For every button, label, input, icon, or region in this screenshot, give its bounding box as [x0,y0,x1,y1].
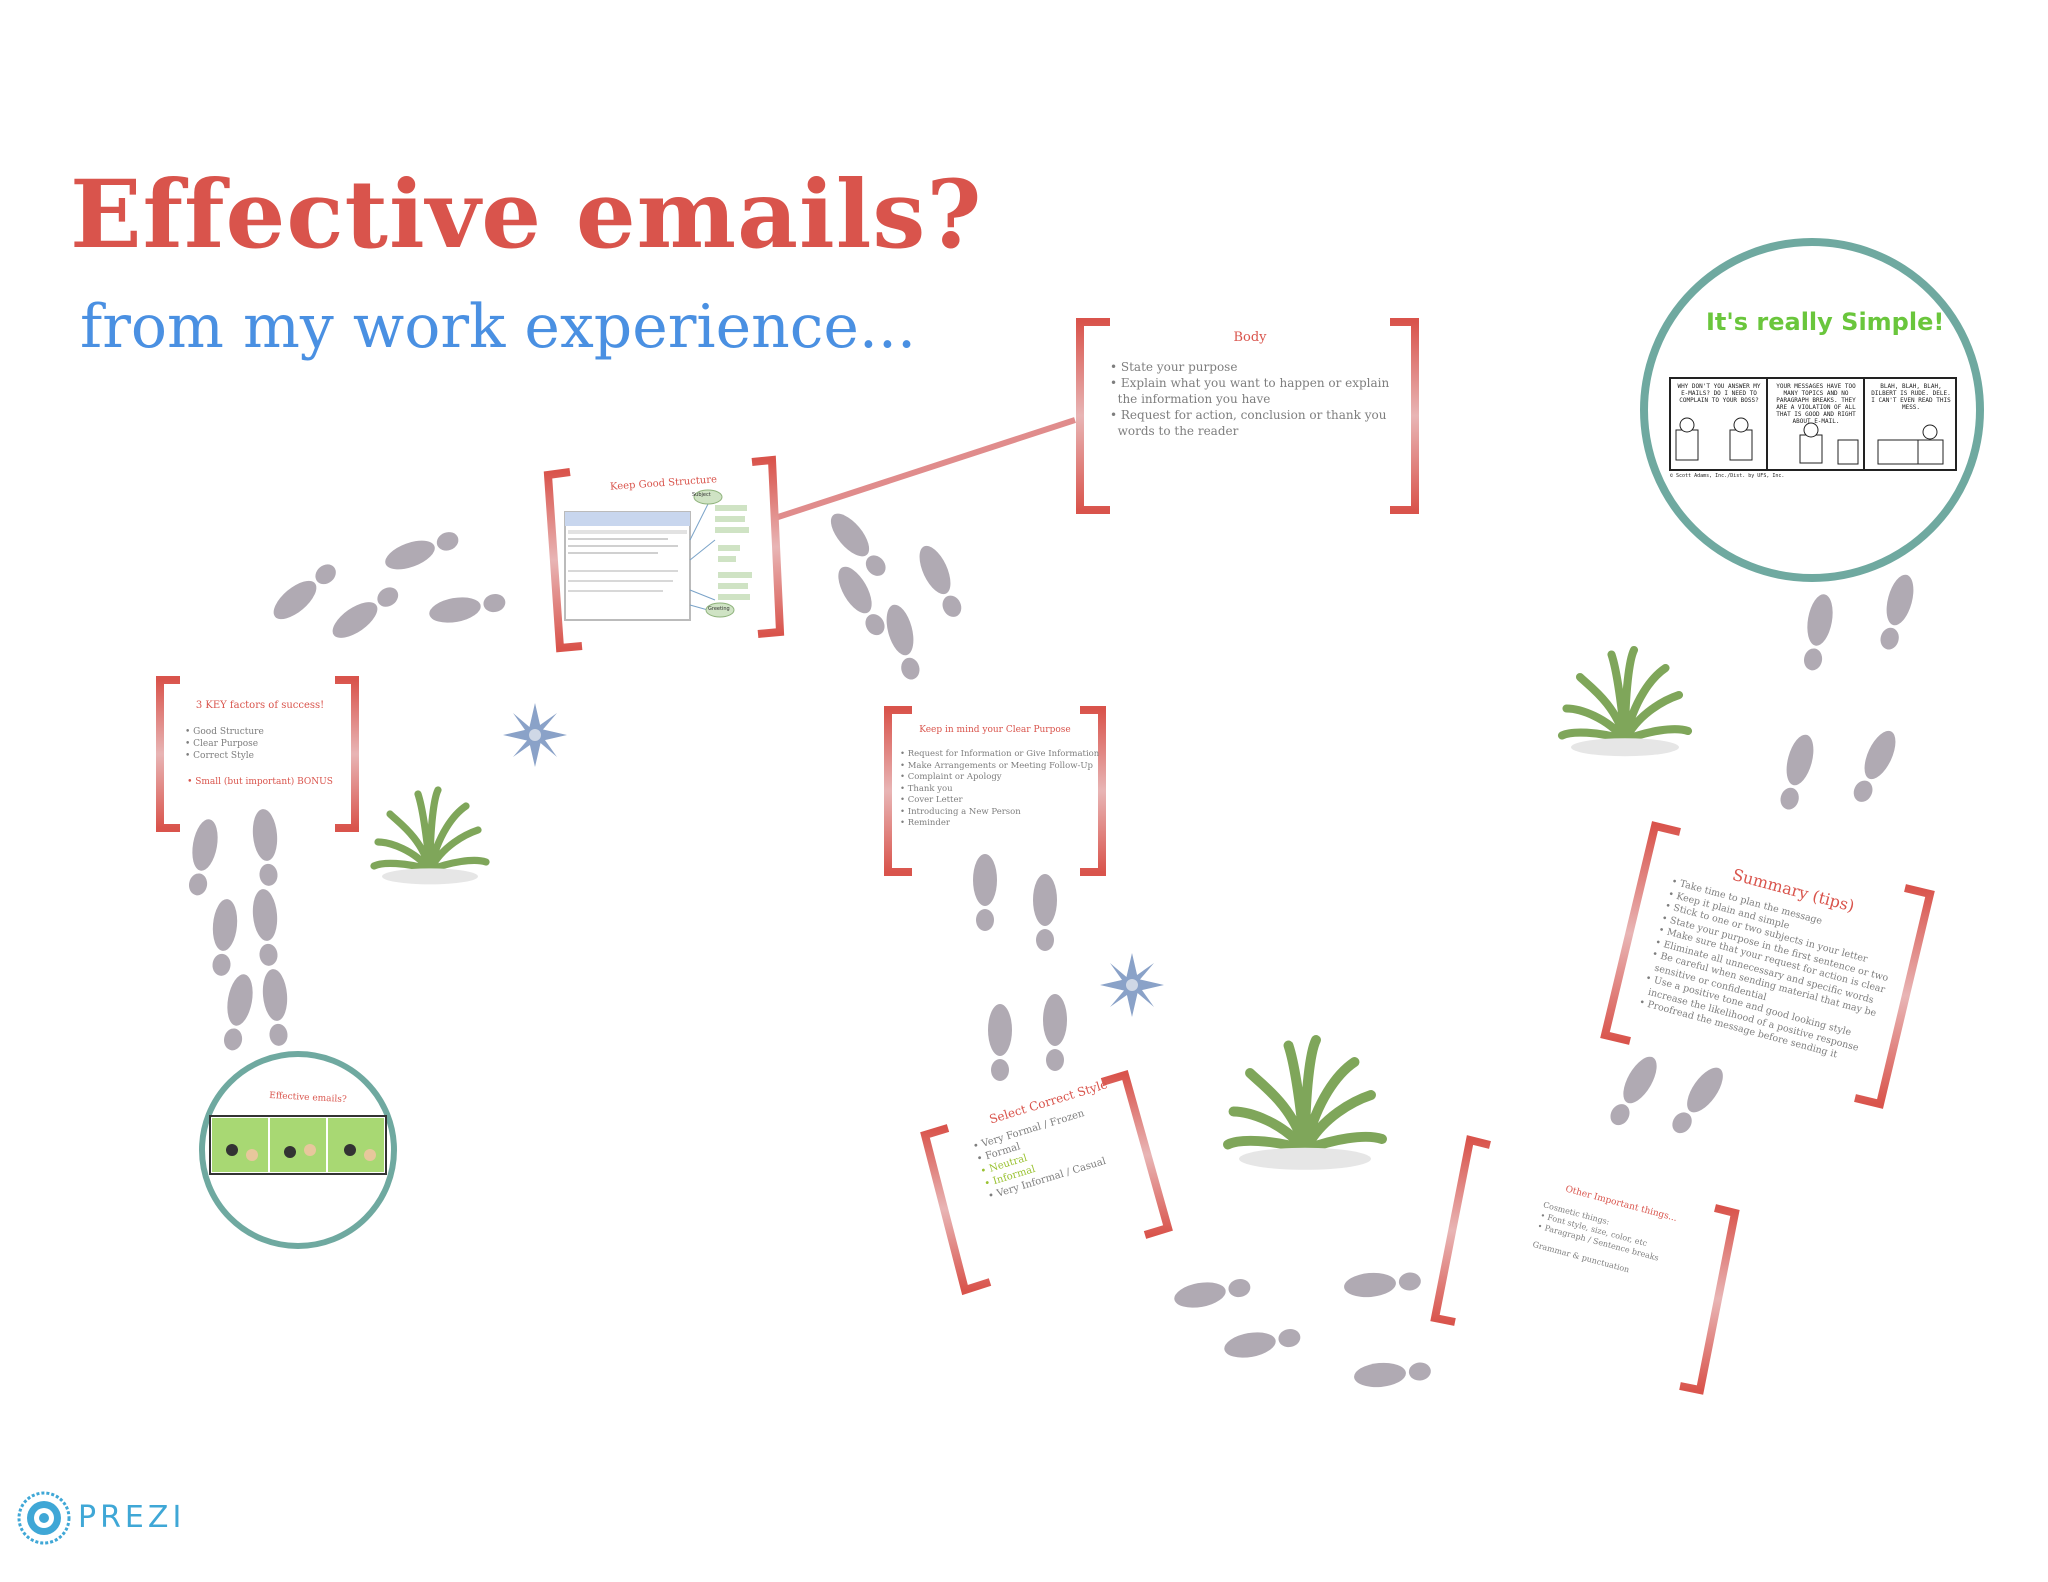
frame-heading: Keep in mind your Clear Purpose [900,725,1090,735]
list-item: • Correct Style [185,750,345,762]
diagram-tag: Greeting [708,606,730,612]
diagram-tag: Subject [692,492,711,498]
comic-panel-text: WHY DON'T YOU ANSWER MY E-MAILS? DO I NE… [1674,383,1764,404]
list-item: • Explain what you want to happen or exp… [1110,375,1390,391]
list-item: • State your purpose [1110,359,1390,375]
frame-heading: 3 KEY factors of success! [175,700,345,712]
comic-credit: © Scott Adams, Inc./Dist. by UFS, Inc. [1670,473,1784,480]
list-item: • Good Structure [185,726,345,738]
comic-strip-effective [210,1116,386,1174]
list-item: • Cover Letter [900,795,1090,807]
list-item: • Thank you [900,784,1090,796]
list-item: • Request for Information or Give Inform… [900,749,1090,761]
page-title: Effective emails? [70,160,982,270]
list-item: • Reminder [900,818,1090,830]
frame-key-factors[interactable]: 3 KEY factors of success! • Good Structu… [175,700,345,788]
frame-brackets-other [1435,1140,1735,1390]
list-item: • Complaint or Apology [900,772,1090,784]
plant-icon [1228,1040,1382,1170]
list-item: • Introducing a New Person [900,807,1090,819]
flower-icon [1100,953,1164,1017]
list-item: • Make Arrangements or Meeting Follow-Up [900,761,1090,773]
plant-icon [374,790,486,884]
list-item: • Request for action, conclusion or than… [1110,407,1390,423]
flower-icon [503,703,567,767]
page-subtitle: from my work experience... [80,292,916,362]
list-item: the information you have [1110,391,1390,407]
bonus-label: • Small (but important) BONUS [175,776,345,788]
list-item: words to the reader [1110,423,1390,439]
connector-line [775,420,1075,518]
frame-body[interactable]: Body • State your purpose • Explain what… [1110,330,1390,439]
circle-simple-label[interactable]: It's really Simple! [1706,308,1926,336]
prezi-brand[interactable]: PREZI [78,1500,185,1535]
comic-panel-text: YOUR MESSAGES HAVE TOO MANY TOPICS AND N… [1771,383,1861,425]
frame-heading: Body [1110,330,1390,345]
comic-panel-text: BLAH, BLAH, BLAH, DILBERT IS RUDE. DELE.… [1868,383,1954,411]
prezi-logo-icon [19,1493,69,1543]
list-item: • Clear Purpose [185,738,345,750]
email-client-diagram [565,490,752,620]
frame-purpose[interactable]: Keep in mind your Clear Purpose • Reques… [900,725,1090,830]
plant-icon [1562,650,1688,756]
